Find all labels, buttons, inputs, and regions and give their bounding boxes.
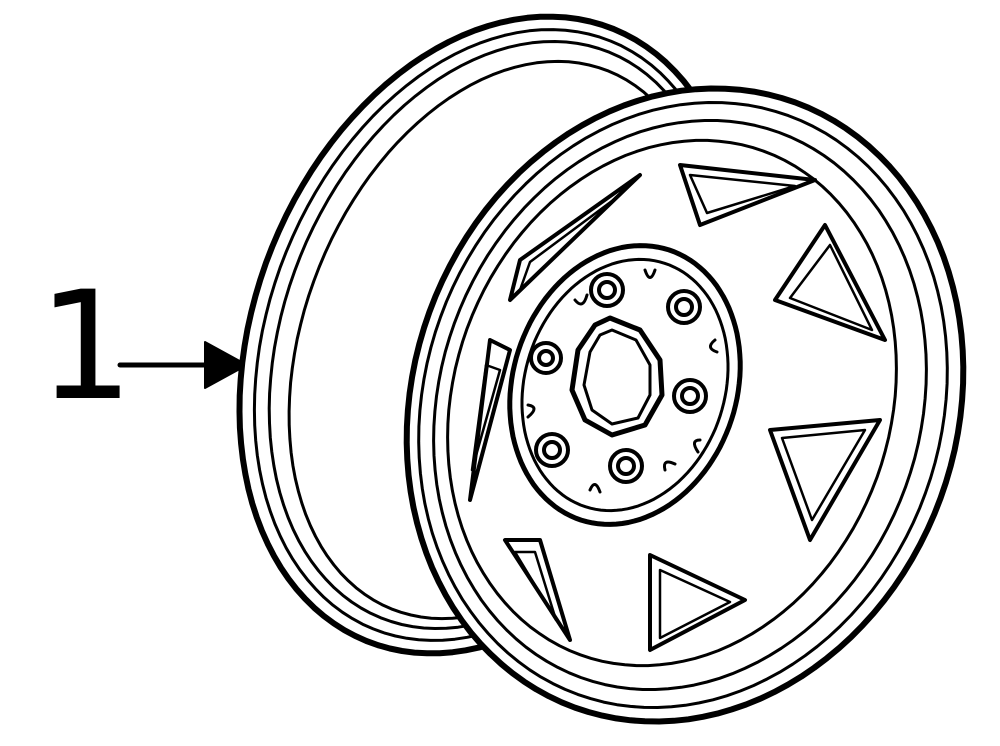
callout-arrow bbox=[117, 341, 248, 389]
hub-vents bbox=[526, 268, 719, 494]
callout-number: 1 bbox=[38, 260, 134, 434]
lug-holes bbox=[529, 272, 708, 484]
spoke-windows bbox=[468, 163, 887, 652]
